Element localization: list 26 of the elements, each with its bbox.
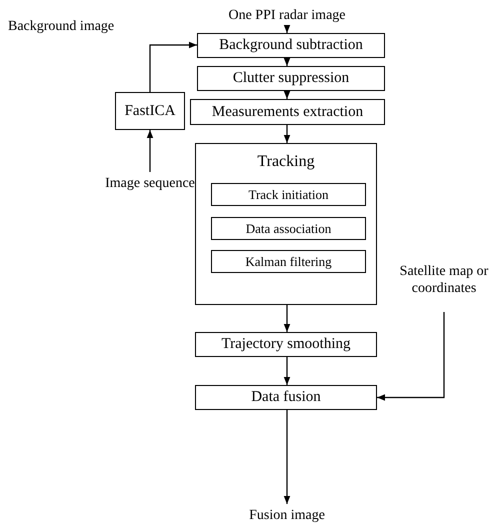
process-box: FastICA: [115, 92, 185, 130]
arrow: [284, 305, 290, 332]
text-label: One PPI radar image: [207, 4, 367, 26]
arrow: [377, 312, 445, 401]
arrow: [284, 125, 290, 143]
arrow: [149, 42, 197, 92]
process-box: Clutter suppression: [197, 66, 385, 91]
process-box: Background subtraction: [197, 33, 385, 58]
edge-label: Background image: [8, 18, 114, 35]
process-box: Data association: [211, 217, 366, 240]
arrow: [284, 25, 290, 33]
text-label: Fusion image: [227, 504, 347, 526]
arrow: [284, 58, 290, 66]
arrow: [284, 91, 290, 99]
group-box: [195, 143, 377, 305]
arrow: [146, 130, 154, 172]
arrow: [284, 357, 290, 385]
text-label: Image sequence: [95, 172, 205, 194]
process-box: Track initiation: [211, 183, 366, 206]
arrow: [284, 410, 290, 504]
text-label: Satellite map or coordinates: [396, 248, 492, 312]
process-box: Measurements extraction: [190, 99, 385, 125]
process-box: Trajectory smoothing: [195, 332, 377, 357]
group-heading: Tracking: [256, 152, 316, 172]
process-box: Data fusion: [195, 385, 377, 410]
process-box: Kalman filtering: [211, 250, 366, 273]
